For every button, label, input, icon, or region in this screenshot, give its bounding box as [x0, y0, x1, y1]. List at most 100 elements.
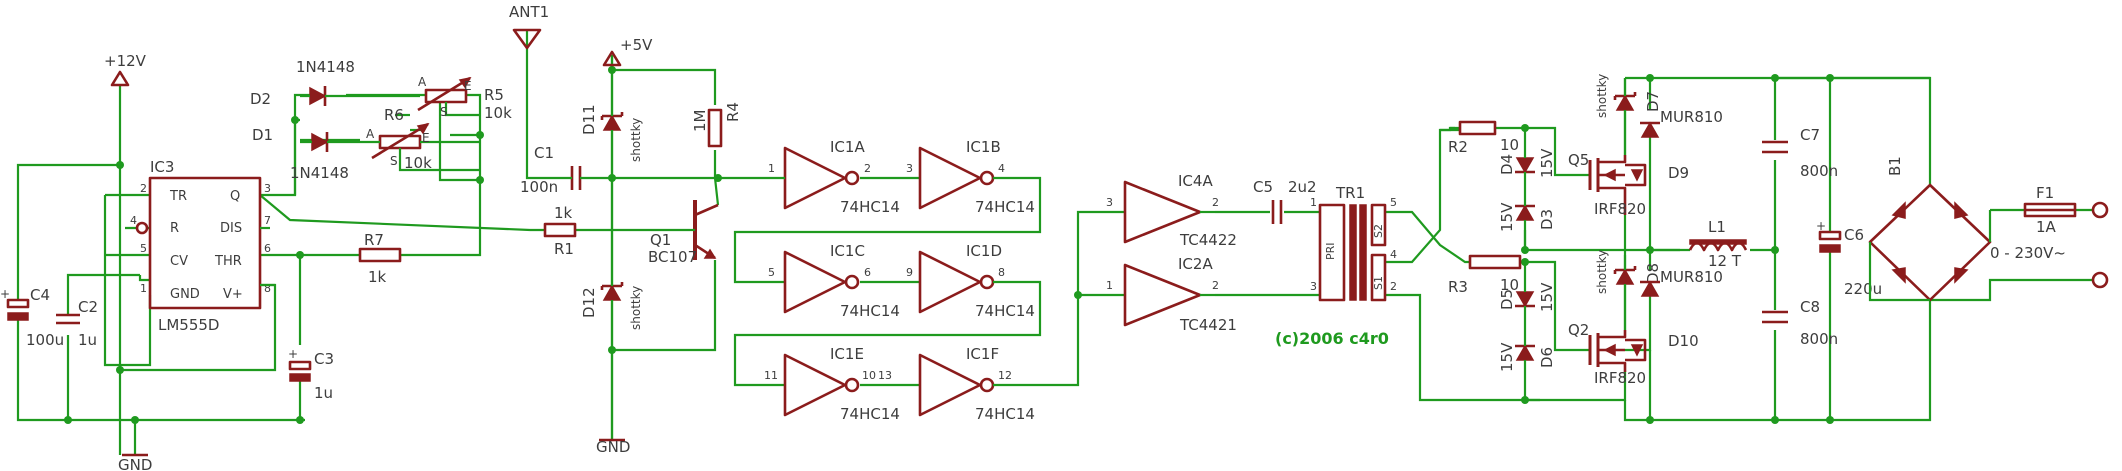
ic1e-pin-out: 10 [862, 369, 876, 382]
ic1f-ref: IC1F [966, 345, 999, 363]
d10-part: MUR810 [1660, 268, 1723, 286]
antenna-label: ANT1 [509, 3, 549, 21]
diode-d2: D2 1N4148 [250, 58, 420, 108]
d2-ref: D2 [250, 90, 271, 108]
d5-value: 15V [1538, 282, 1556, 312]
capacitor-c2: C2 1u [56, 298, 98, 349]
r6-pin-a: A [366, 127, 375, 141]
inductor-l1: L1 12 T [1688, 218, 1748, 270]
gnd-symbol-left: GND [118, 453, 152, 471]
gnd-label-left: GND [118, 456, 152, 471]
resistor-r3: R3 10 [1448, 254, 1522, 296]
r6-pin-s: S [390, 154, 398, 168]
d5-ref: D5 [1498, 289, 1516, 310]
tr1-ref: TR1 [1335, 184, 1365, 202]
resistor-r7: R7 1k [358, 231, 402, 286]
inverter-ic1e: IC1E 74HC14 11 10 [764, 345, 900, 423]
ic3-pinnum-gnd: 1 [140, 282, 147, 295]
resistor-r2: R2 10 [1448, 120, 1519, 156]
d10-ref: D10 [1668, 332, 1699, 350]
r5-pin-a: A [418, 75, 427, 89]
ic4a-ref: IC4A [1178, 172, 1213, 190]
q5-ref: Q5 [1568, 151, 1589, 169]
driver-ic2a: IC2A TC4421 1 2 [1106, 255, 1237, 334]
r6-pin-e: E [422, 131, 430, 145]
terminal-top [2091, 201, 2109, 219]
ic4a-pin-in: 3 [1106, 196, 1113, 209]
potentiometer-r5: A E S R5 10k [417, 75, 512, 122]
d3-ref: D3 [1538, 209, 1556, 230]
c3-value: 1u [314, 384, 333, 402]
diode-d9: MUR810 D9 [1640, 108, 1723, 182]
gnd-symbol-mid: GND [596, 438, 630, 456]
d4-ref: D4 [1498, 154, 1516, 175]
r7-ref: R7 [364, 231, 384, 249]
ic3-pinnum-dis: 7 [264, 214, 271, 227]
vcc5-symbol: +5V [602, 36, 653, 67]
ic3-pinnum-r: 4 [130, 214, 137, 227]
c3-plus: + [288, 347, 298, 361]
diode-d12: D12 shottky [580, 275, 643, 350]
junctions [64, 66, 1834, 424]
ic2a-ref: IC2A [1178, 255, 1213, 273]
ic1e-ref: IC1E [830, 345, 864, 363]
gnd-label-mid: GND [596, 438, 630, 456]
ic1b-part: 74HC14 [975, 198, 1035, 216]
d4-value: 15V [1538, 148, 1556, 178]
diode-d1: D1 1N4148 [252, 126, 360, 182]
c4-ref: C4 [30, 286, 50, 304]
d11-ref: D11 [580, 104, 598, 135]
c5-value: 2u2 [1288, 178, 1317, 196]
ic2a-part: TC4421 [1179, 316, 1237, 334]
c7-value: 800n [1800, 162, 1838, 180]
transformer-tr1: TR1 PRI S2 S1 1 3 5 4 2 [1310, 184, 1397, 302]
ic4a-pin-out: 2 [1212, 196, 1219, 209]
d3-value: 15V [1498, 202, 1516, 232]
ic3-pin-q: Q [230, 189, 240, 204]
ic1c-pin-in: 5 [768, 266, 775, 279]
r6-ref: R6 [384, 106, 404, 124]
c4-plus: + [0, 287, 10, 301]
driver-ic4a: IC4A TC4422 3 2 [1106, 172, 1237, 249]
ic3-pinnum-q: 3 [264, 182, 271, 195]
ic4a-part: TC4422 [1179, 231, 1237, 249]
ic3-pin-dis: DIS [220, 221, 242, 236]
r3-value: 10 [1500, 276, 1519, 294]
c2-value: 1u [78, 331, 97, 349]
ic3-pin-gnd: GND [170, 287, 200, 302]
ic1a-pin-in: 1 [768, 162, 775, 175]
ic3-pinnum-cv: 5 [140, 242, 147, 255]
tr1-s1: S1 [1372, 276, 1385, 290]
ic2a-pin-in: 1 [1106, 279, 1113, 292]
ic1d-part: 74HC14 [975, 302, 1035, 320]
mosfet-q5: Q5 IRF820 [1568, 151, 1647, 218]
r2-ref: R2 [1448, 138, 1468, 156]
ic3-pinnum-vplus: 8 [264, 282, 271, 295]
vcc5-label: +5V [620, 36, 653, 54]
q5-part: IRF820 [1594, 200, 1646, 218]
ic1c-ref: IC1C [830, 242, 865, 260]
ic3-pin-r: R [170, 221, 179, 236]
ic1d-pin-out: 8 [998, 266, 1005, 279]
r4-ref: R4 [724, 102, 742, 122]
c2-ref: C2 [78, 298, 98, 316]
c8-ref: C8 [1800, 298, 1820, 316]
antenna-symbol: ANT1 [509, 3, 549, 50]
ic1a-ref: IC1A [830, 138, 865, 156]
ic1e-pin-in: 11 [764, 369, 778, 382]
tr1-pin-1: 1 [1310, 196, 1317, 209]
tr1-pin-2: 2 [1390, 280, 1397, 293]
l1-value: 12 T [1708, 252, 1742, 270]
capacitor-c4: + C4 100u [0, 286, 64, 349]
q2-ref: Q2 [1568, 321, 1589, 339]
diode-d8: D8 shottky [1595, 250, 1662, 330]
diode-d10: MUR810 D10 [1640, 268, 1723, 350]
diode-d11: D11 shottky [580, 70, 643, 162]
f1-ref: F1 [2036, 184, 2054, 202]
ic1f-pin-out: 12 [998, 369, 1012, 382]
r5-value: 10k [484, 104, 512, 122]
ic1a-pin-out: 2 [864, 162, 871, 175]
c3-ref: C3 [314, 350, 334, 368]
inverter-ic1a: IC1A 74HC14 1 2 [755, 138, 900, 216]
